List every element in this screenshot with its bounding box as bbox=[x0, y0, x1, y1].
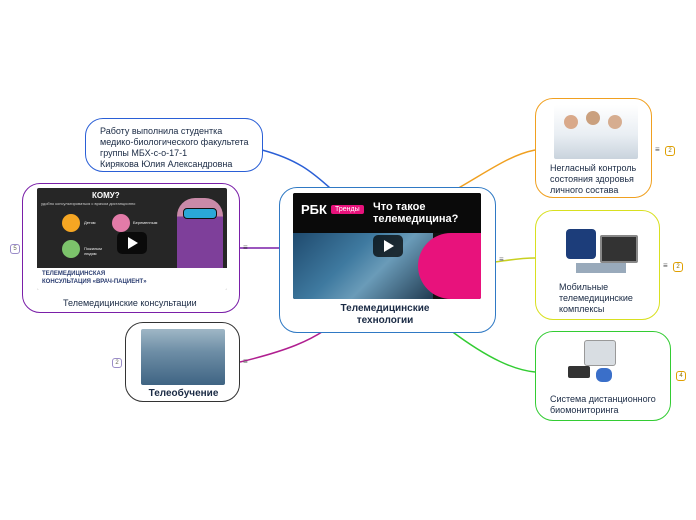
mobile-menu-icon[interactable]: ≡ bbox=[663, 261, 668, 270]
play-icon[interactable] bbox=[373, 235, 403, 257]
author-line-1: Работу выполнила студентка bbox=[100, 126, 223, 136]
link-teach bbox=[239, 329, 326, 363]
author-line-3: группы МБХ-с-о-17-1 bbox=[100, 148, 188, 158]
trend-tag: Тренды bbox=[331, 205, 364, 214]
consult-item-2: Беременным bbox=[133, 220, 158, 225]
caption-bar bbox=[37, 268, 227, 290]
link-monitor bbox=[454, 149, 536, 191]
biomon-title: Система дистанционного биомониторинга bbox=[550, 394, 656, 415]
monitor-node[interactable]: Негласный контроль состояния здоровья ли… bbox=[535, 98, 652, 198]
link-mobile bbox=[494, 257, 536, 263]
video-photo bbox=[293, 233, 433, 299]
consult-caption-1: ТЕЛЕМЕДИЦИНСКАЯ bbox=[42, 271, 106, 277]
elderly-avatar bbox=[62, 240, 80, 258]
teach-node[interactable]: Телеобучение bbox=[125, 322, 240, 402]
consult-subheading: удобно консультироваться с врачом дистан… bbox=[41, 201, 136, 206]
link-author bbox=[261, 149, 331, 189]
consult-node[interactable]: КОМУ? удобно консультироваться с врачом … bbox=[22, 183, 240, 313]
author-line-2: медико-биологического факультета bbox=[100, 137, 249, 147]
consult-item-3: Пожилым людям bbox=[84, 246, 102, 256]
center-menu-icon[interactable]: ≡ bbox=[499, 255, 504, 264]
mobile-kit-photo bbox=[556, 219, 642, 277]
author-node[interactable]: Работу выполнила студентка медико-биолог… bbox=[85, 118, 263, 172]
link-biomon bbox=[449, 329, 536, 373]
consult-video-thumbnail[interactable]: КОМУ? удобно консультироваться с врачом … bbox=[37, 188, 227, 290]
consult-count-badge[interactable]: 5 bbox=[10, 244, 20, 254]
teach-count-badge[interactable]: 2 bbox=[112, 358, 122, 368]
center-node[interactable]: РБК Тренды Что такое телемедицина? Телем… bbox=[279, 187, 496, 333]
teach-photo bbox=[141, 329, 225, 385]
pink-circle-shape bbox=[418, 233, 481, 299]
mobile-title: Мобильные телемедицинские комплексы bbox=[559, 282, 633, 314]
mobile-node[interactable]: Мобильные телемедицинские комплексы bbox=[535, 210, 660, 320]
consult-title: Телемедицинские консультации bbox=[63, 298, 197, 308]
rbc-logo: РБК bbox=[301, 202, 327, 217]
consult-menu-icon[interactable]: ≡ bbox=[243, 243, 248, 252]
author-line-4: Кирякова Юлия Александровна bbox=[100, 159, 233, 169]
center-video-thumbnail[interactable]: РБК Тренды Что такое телемедицина? bbox=[293, 193, 481, 299]
goggles-icon bbox=[183, 208, 217, 219]
mobile-count-badge[interactable]: 2 bbox=[673, 262, 683, 272]
consult-item-1: Детям bbox=[84, 220, 96, 225]
biomon-count-badge[interactable]: 4 bbox=[676, 371, 686, 381]
biomon-node[interactable]: Система дистанционного биомониторинга bbox=[535, 331, 671, 421]
medics-photo bbox=[554, 105, 638, 159]
video-headline: Что такое телемедицина? bbox=[373, 201, 459, 225]
play-icon[interactable] bbox=[117, 232, 147, 254]
center-title: Телемедицинские технологии bbox=[340, 303, 430, 326]
teach-title: Телеобучение bbox=[148, 388, 219, 399]
consult-heading: КОМУ? bbox=[92, 191, 120, 200]
monitor-menu-icon[interactable]: ≡ bbox=[655, 145, 660, 154]
teach-menu-icon[interactable]: ≡ bbox=[243, 357, 248, 366]
consult-caption-2: КОНСУЛЬТАЦИЯ «ВРАЧ-ПАЦИЕНТ» bbox=[42, 279, 147, 285]
monitor-title: Негласный контроль состояния здоровья ли… bbox=[550, 163, 637, 195]
monitor-count-badge[interactable]: 2 bbox=[665, 146, 675, 156]
pregnant-avatar bbox=[112, 214, 130, 232]
biomon-device-photo bbox=[564, 338, 644, 390]
child-avatar bbox=[62, 214, 80, 232]
